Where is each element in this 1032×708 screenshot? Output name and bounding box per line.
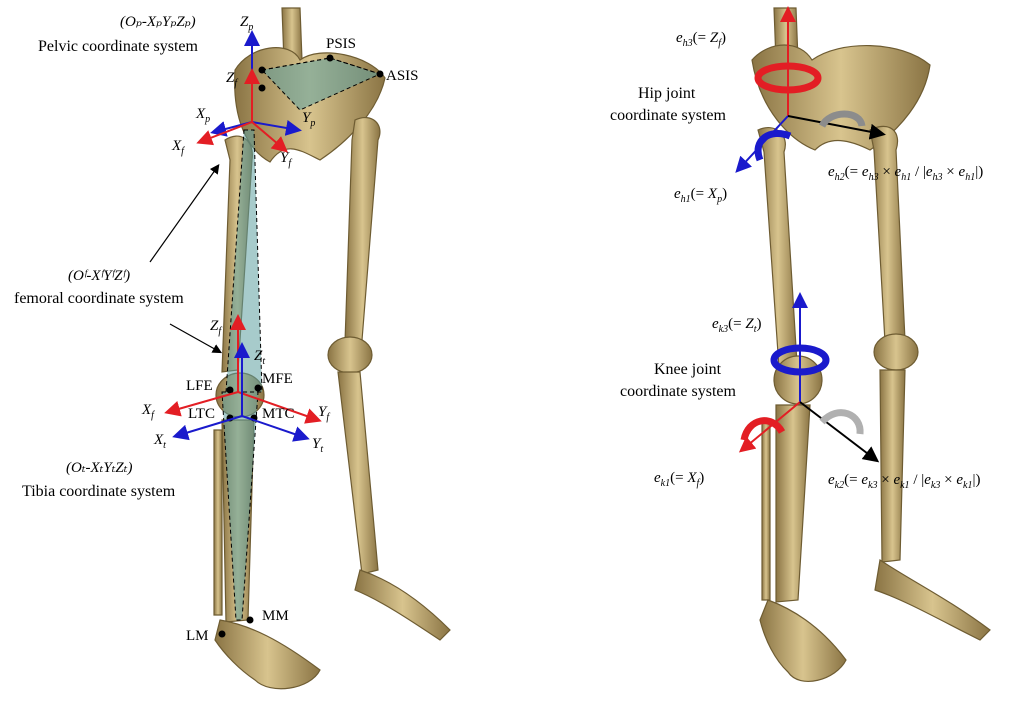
mfe-label: MFE	[262, 371, 293, 387]
yf-label-top: Yf	[280, 150, 292, 169]
knee-label-line2: coordinate system	[620, 383, 737, 400]
ek2-label: ek2(= ek3 × ek1 / |ek3 × ek1|)	[828, 472, 980, 491]
zf-label-knee: Zf	[210, 318, 222, 337]
ltc-label: LTC	[188, 406, 215, 422]
xt-label: Xt	[153, 432, 166, 451]
lm-label: LM	[186, 628, 209, 644]
hip-label-line2: coordinate system	[610, 107, 727, 124]
ek3-label: ek3(= Zt)	[712, 316, 761, 335]
knee-label-line1: Knee joint	[654, 361, 722, 378]
tibia-system-label: Tibia coordinate system	[22, 483, 176, 500]
mm-label: MM	[262, 608, 289, 624]
psis-label: PSIS	[326, 36, 356, 52]
femoral-system-label: femoral coordinate system	[14, 290, 184, 307]
hip-label-line1: Hip joint	[638, 85, 696, 102]
zp-label: Zp	[240, 14, 253, 33]
eh2-label: eh2(= eh3 × eh1 / |eh3 × eh1|)	[828, 164, 983, 183]
tibia-axes-label: (Oₜ-XₜYₜZₜ)	[66, 460, 132, 476]
ek1-label: ek1(= Xf)	[654, 470, 704, 489]
pelvic-system-label: Pelvic coordinate system	[38, 38, 199, 55]
asis-label: ASIS	[386, 68, 419, 84]
femoral-axes-label: (Oᶠ-XᶠYᶠZᶠ)	[68, 268, 130, 284]
xp-label: Xp	[195, 106, 210, 125]
eh1-label: eh1(= Xp)	[674, 186, 727, 205]
pelvic-axes-label: (Oₚ-XₚYₚZₚ)	[120, 14, 196, 30]
xf-label-top: Xf	[171, 138, 185, 157]
mtc-label: MTC	[262, 406, 295, 422]
eh3-label: eh3(= Zf)	[676, 30, 726, 49]
xf-label-knee: Xf	[141, 402, 155, 421]
yf-label-knee: Yf	[318, 404, 330, 423]
lfe-label: LFE	[186, 378, 213, 394]
yt-label: Yt	[312, 436, 323, 455]
